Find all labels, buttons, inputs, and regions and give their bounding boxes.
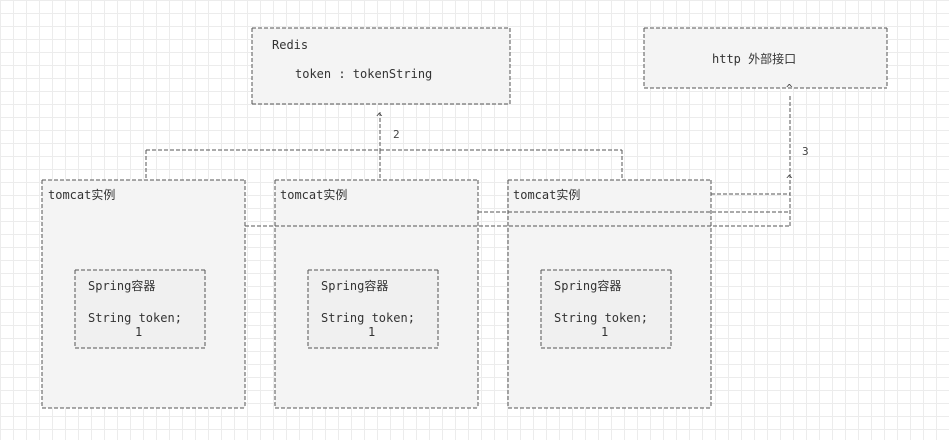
- tomcat-box-2-border: [274, 179, 479, 409]
- spring-box-3-border: [540, 269, 672, 349]
- spring-2-value: 1: [368, 325, 376, 339]
- spring-3-value: 1: [601, 325, 609, 339]
- redis-arrow-label: 2: [393, 128, 400, 141]
- spring-box-3: [541, 270, 671, 348]
- redis-box: [252, 28, 510, 104]
- tomcat-box-3-border: [507, 179, 712, 409]
- tomcat-1-title: tomcat实例: [48, 188, 116, 202]
- http-arrow-label: 3: [802, 145, 809, 158]
- spring-box-2: [308, 270, 438, 348]
- redis-entry: token : tokenString: [295, 67, 433, 81]
- redis-title: Redis: [272, 38, 309, 52]
- spring-3-field: String token;: [554, 311, 648, 325]
- spring-box-1: [75, 270, 205, 348]
- tomcat-box-1-border: [41, 179, 246, 409]
- spring-box-2-border: [307, 269, 439, 349]
- http-title: http 外部接口: [712, 52, 797, 66]
- spring-1-title: Spring容器: [88, 279, 156, 293]
- spring-2-title: Spring容器: [321, 279, 389, 293]
- spring-1-value: 1: [135, 325, 143, 339]
- redis-arrowhead: ^: [376, 111, 383, 124]
- http-box-border: [643, 27, 888, 89]
- tomcat-2-title: tomcat实例: [280, 188, 348, 202]
- spring-3-title: Spring容器: [554, 279, 622, 293]
- spring-1-field: String token;: [88, 311, 182, 325]
- spring-2-field: String token;: [321, 311, 415, 325]
- tomcat-3-title: tomcat实例: [513, 188, 581, 202]
- spring-box-1-border: [74, 269, 206, 349]
- redis-connector: [145, 112, 623, 180]
- http-box: [644, 28, 887, 88]
- http-connector: [245, 96, 791, 228]
- http-arrowhead-top: ^: [786, 82, 793, 95]
- redis-box-border: [251, 27, 511, 105]
- http-arrowhead-lower: ^: [786, 173, 793, 186]
